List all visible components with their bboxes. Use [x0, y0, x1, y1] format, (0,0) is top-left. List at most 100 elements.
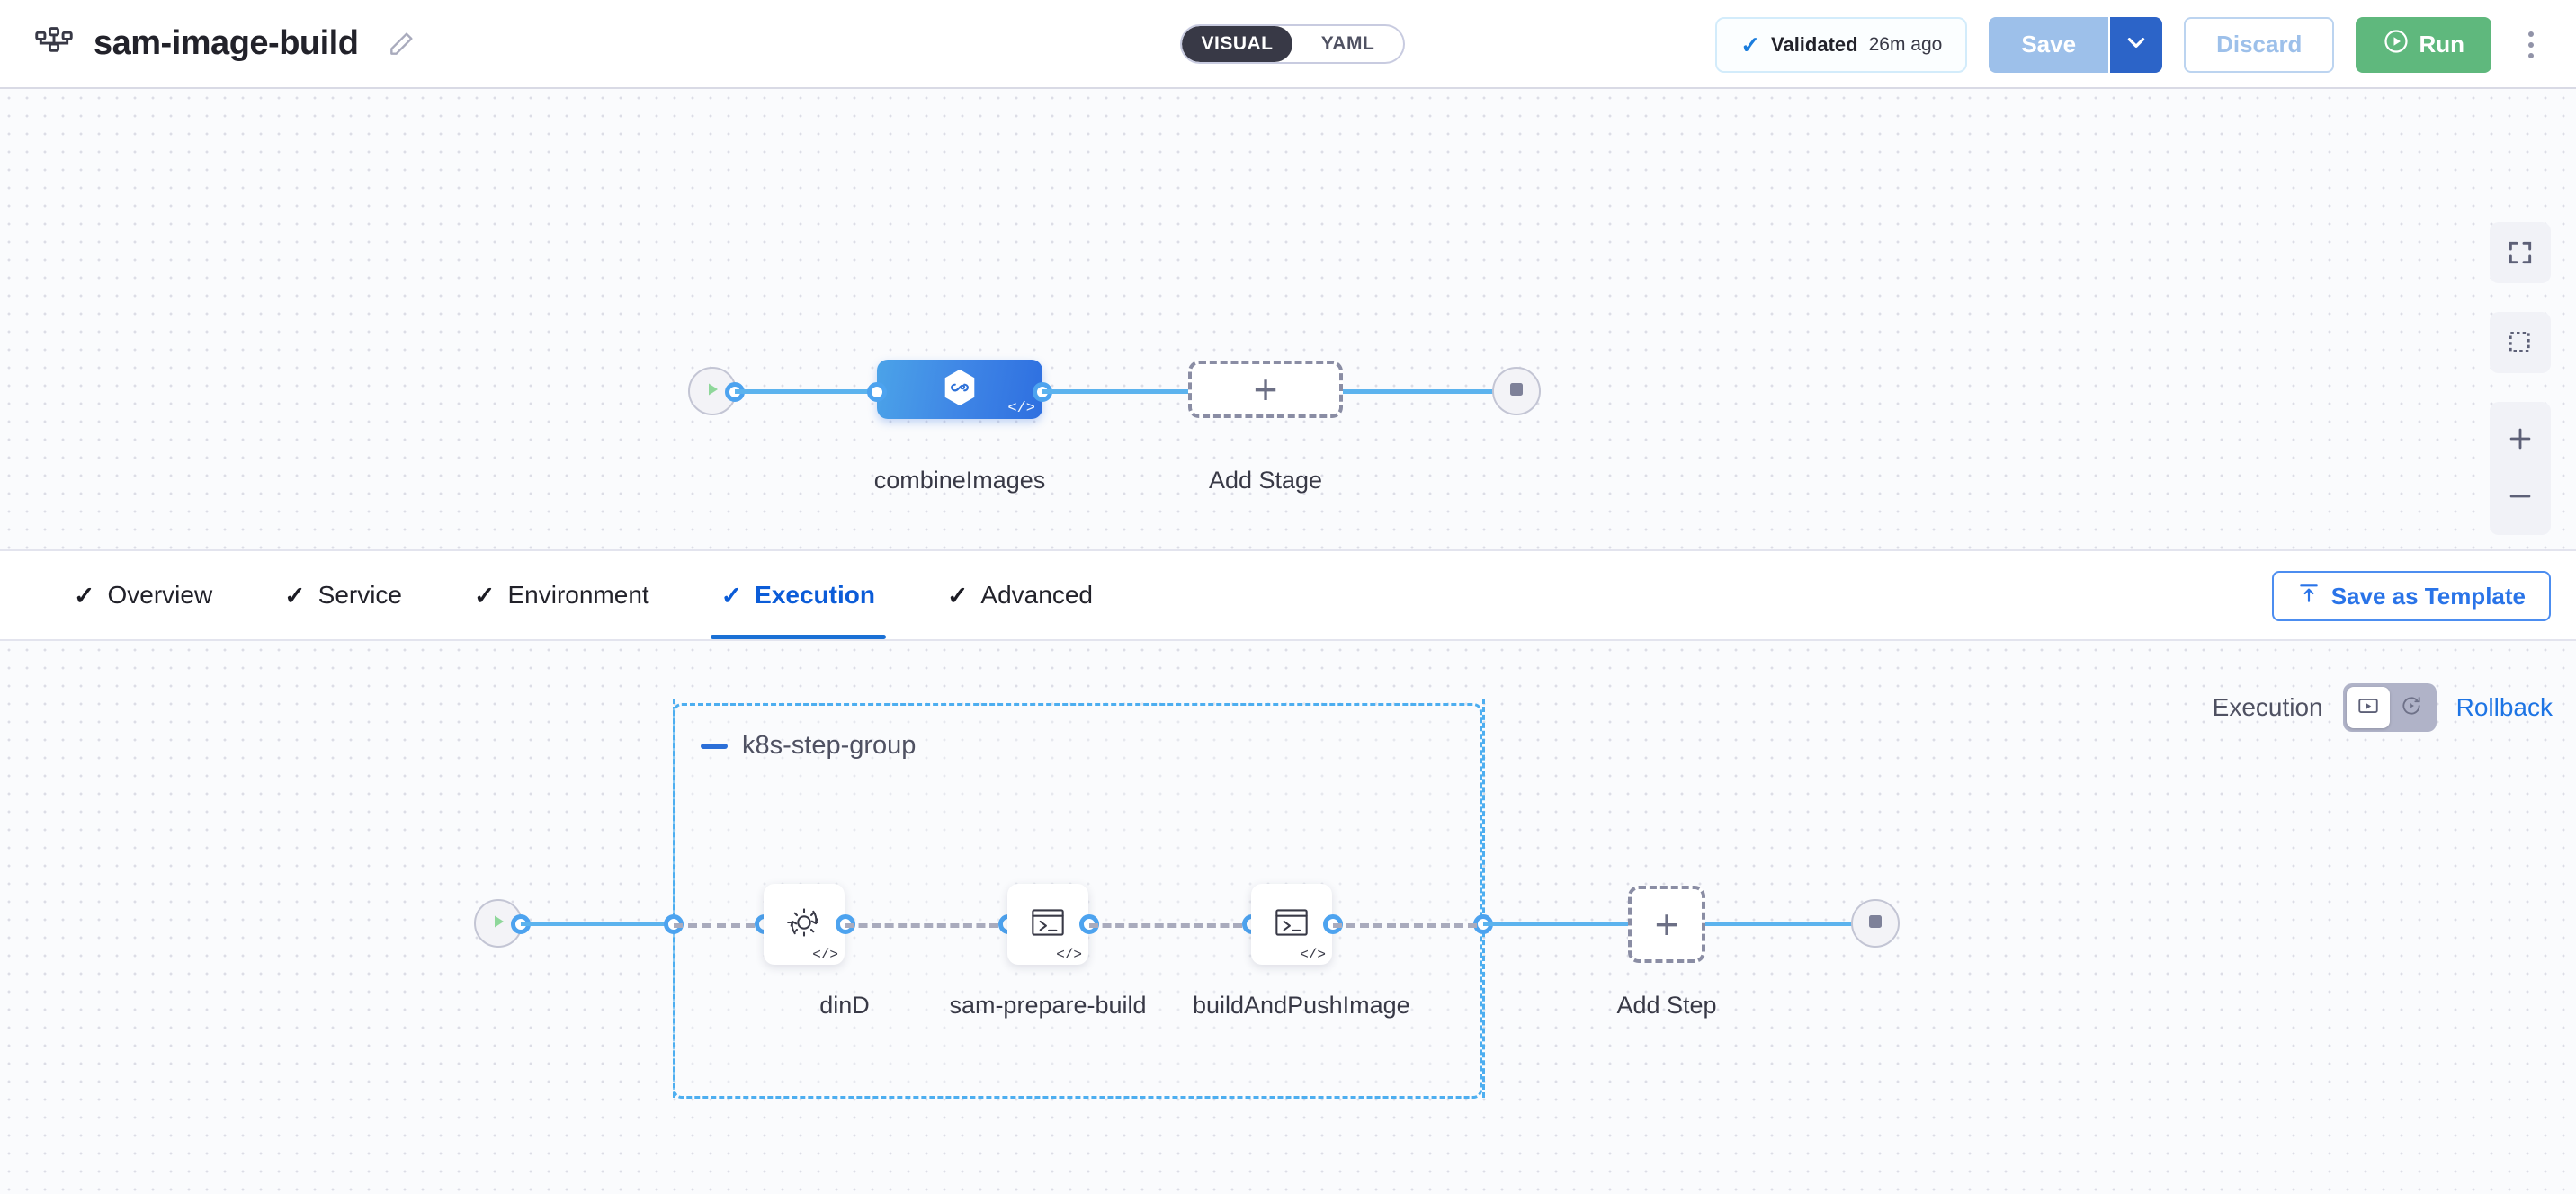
execution-label: Execution — [2212, 693, 2323, 721]
upload-template-icon — [2297, 582, 2321, 611]
save-dropdown-button[interactable] — [2110, 16, 2163, 73]
check-icon: ✓ — [1740, 31, 1760, 58]
tab-label: Advanced — [980, 581, 1093, 609]
execution-start-node — [474, 899, 523, 948]
run-button[interactable]: Run — [2356, 16, 2491, 73]
gear-rotate-icon — [781, 899, 827, 950]
play-in-box-icon — [2357, 694, 2380, 722]
edge-groupin-to-dind — [674, 923, 755, 928]
stage-config-tabbar: ✓ Overview ✓ Service ✓ Environment ✓ Exe… — [0, 549, 2576, 641]
pencil-edit-icon[interactable] — [378, 30, 416, 58]
tab-label: Environment — [507, 581, 649, 609]
step-code-badge: </> — [1300, 947, 1326, 963]
rollback-toggle-option[interactable] — [2390, 687, 2433, 728]
stage-label: combineImages — [873, 467, 1046, 494]
step-label-dind: dinD — [819, 992, 870, 1019]
check-icon: ✓ — [720, 581, 743, 610]
step-node-sam-prepare-build[interactable]: </> — [1007, 884, 1088, 965]
execution-end-node — [1851, 899, 1900, 948]
edge-stage-to-addstage — [1042, 389, 1188, 394]
add-stage-label: Add Stage — [1208, 467, 1323, 494]
kebab-menu-icon[interactable] — [2513, 31, 2549, 58]
step-node-buildandpushimage[interactable]: </> — [1251, 884, 1332, 965]
check-icon: ✓ — [74, 581, 95, 610]
execution-toggle-option[interactable] — [2346, 687, 2390, 728]
stage-input-port[interactable] — [867, 382, 887, 402]
mode-toggle[interactable]: VISUAL YAML — [1180, 24, 1405, 64]
fit-to-screen-button[interactable] — [2490, 222, 2551, 283]
execution-canvas[interactable]: Execution — [0, 641, 2576, 1194]
pipeline-nodes-icon — [34, 24, 74, 64]
stage-code-badge: </> — [1007, 400, 1035, 417]
edge-samprepare-to-buildpush — [1089, 923, 1242, 928]
play-circle-icon — [2383, 28, 2410, 61]
step-label-sam-prepare-build: sam-prepare-build — [949, 992, 1147, 1019]
step-group-title: k8s-step-group — [742, 731, 917, 760]
check-icon: ✓ — [284, 581, 306, 610]
play-triangle-icon — [487, 911, 509, 937]
edge-addstep-to-end — [1705, 922, 1862, 926]
tab-label: Execution — [755, 581, 875, 609]
step-node-dind[interactable]: </> — [764, 884, 845, 965]
stop-square-icon — [1507, 380, 1525, 403]
tab-execution[interactable]: ✓ Execution — [689, 551, 908, 639]
tab-advanced[interactable]: ✓ Advanced — [915, 551, 1125, 639]
app-header: sam-image-build VISUAL YAML ✓ Validated … — [0, 0, 2576, 89]
plus-icon — [2505, 423, 2536, 454]
tab-overview[interactable]: ✓ Overview — [41, 551, 245, 639]
edge-buildpush-to-groupout — [1333, 923, 1477, 928]
tab-list: ✓ Overview ✓ Service ✓ Environment ✓ Exe… — [0, 551, 1125, 639]
save-button[interactable]: Save — [1989, 16, 2111, 73]
edge-groupout-to-addstep — [1483, 922, 1628, 926]
tab-label: Overview — [107, 581, 213, 609]
save-button-group[interactable]: Save — [1989, 16, 2163, 73]
marquee-select-icon — [2506, 328, 2535, 357]
header-left: sam-image-build — [0, 24, 416, 64]
validated-label: Validated — [1771, 32, 1858, 56]
validated-time: 26m ago — [1868, 33, 1943, 55]
rollback-replay-icon — [2400, 694, 2423, 722]
edge-dind-to-samprepare — [845, 923, 998, 928]
discard-button[interactable]: Discard — [2184, 16, 2335, 73]
minus-icon — [2505, 481, 2536, 512]
page-title: sam-image-build — [94, 24, 359, 62]
tab-visual[interactable]: VISUAL — [1182, 26, 1292, 62]
status-badge: ✓ Validated 26m ago — [1715, 16, 1968, 73]
run-label: Run — [2419, 31, 2464, 58]
chevron-down-icon — [2124, 31, 2148, 58]
stage-canvas[interactable]: </> combineImages + Add Stage — [0, 89, 2576, 549]
canvas-tools — [2490, 222, 2551, 535]
add-stage-button[interactable]: + — [1188, 361, 1343, 418]
edge-addstage-to-end — [1343, 389, 1503, 394]
stage-node-combineimages[interactable]: </> — [877, 360, 1042, 419]
group-right-guide — [1482, 699, 1485, 1098]
stop-square-icon — [1866, 913, 1884, 935]
add-step-button[interactable]: + — [1628, 886, 1705, 963]
edge-start-to-group — [521, 922, 677, 926]
zoom-out-button[interactable] — [2490, 474, 2551, 519]
step-code-badge: </> — [812, 947, 838, 963]
tab-environment[interactable]: ✓ Environment — [442, 551, 682, 639]
fit-to-screen-icon — [2506, 238, 2535, 267]
harness-ci-hexagon-icon — [939, 367, 980, 413]
edge-start-to-stage — [735, 389, 877, 394]
terminal-shell-icon — [1269, 900, 1314, 949]
header-actions: ✓ Validated 26m ago Save Discard — [1715, 0, 2549, 89]
execution-toggle-switch[interactable] — [2342, 683, 2437, 732]
zoom-controls — [2490, 402, 2551, 535]
terminal-shell-icon — [1025, 900, 1070, 949]
stage-end-node — [1492, 367, 1541, 415]
add-step-label: Add Step — [1616, 992, 1717, 1019]
rollback-label[interactable]: Rollback — [2455, 693, 2553, 721]
marquee-select-button[interactable] — [2490, 312, 2551, 373]
save-as-template-button[interactable]: Save as Template — [2271, 571, 2551, 621]
zoom-in-button[interactable] — [2490, 416, 2551, 461]
tab-yaml[interactable]: YAML — [1320, 33, 1375, 54]
play-triangle-icon — [702, 379, 723, 405]
tab-service[interactable]: ✓ Service — [252, 551, 434, 639]
step-label-buildandpushimage: buildAndPushImage — [1193, 992, 1410, 1019]
step-code-badge: </> — [1056, 947, 1082, 963]
execution-rollback-toggle: Execution — [2213, 683, 2553, 732]
minus-collapse-icon[interactable] — [701, 743, 728, 749]
tab-label: Service — [318, 581, 403, 609]
